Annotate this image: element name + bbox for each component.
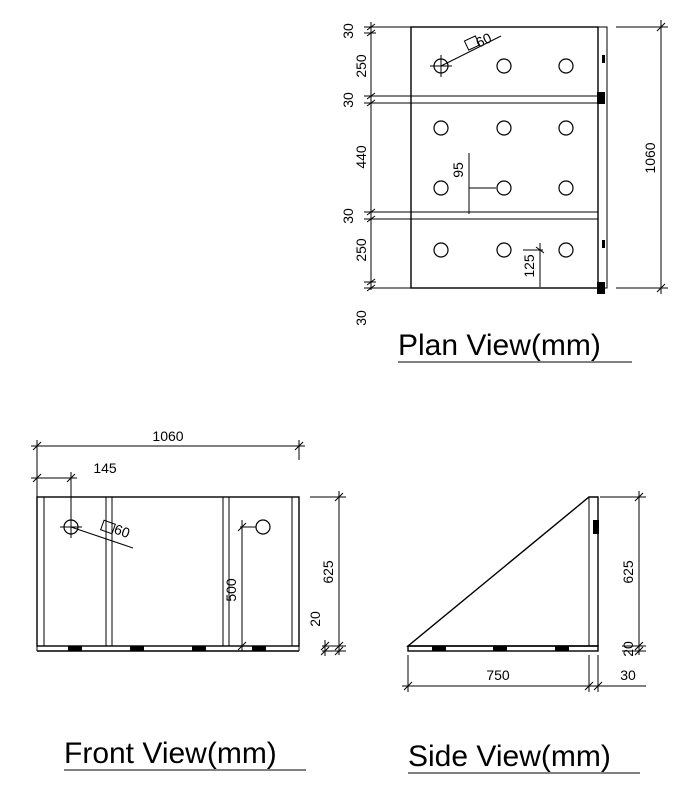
- side-base-label: 20: [620, 641, 636, 657]
- hole: [558, 120, 574, 136]
- side-marker: [493, 646, 507, 651]
- front-inner-height-label: 500: [223, 578, 239, 602]
- front-diameter-label: 60: [112, 521, 132, 541]
- front-outline: [36, 496, 300, 647]
- side-view-title: Side View(mm): [408, 740, 611, 773]
- plan-dim-5: 250: [353, 238, 369, 262]
- hole: [496, 242, 512, 258]
- front-marker: [192, 646, 206, 651]
- plan-diameter-label: 60: [473, 29, 494, 50]
- side-view: 625 20 750 30 Side View(mm): [402, 491, 646, 774]
- front-view: 60 1060 145 500 625 20 Front Vi: [31, 428, 346, 771]
- front-base-label: 20: [307, 611, 323, 627]
- hole: [433, 242, 449, 258]
- plan-dim-4: 30: [340, 208, 356, 224]
- plan-marker-bottom: [597, 282, 605, 294]
- plan-total-label: 1060: [642, 142, 658, 173]
- hole: [558, 180, 574, 196]
- plan-dim-0: 30: [340, 23, 356, 39]
- plan-view-title: Plan View(mm): [398, 329, 601, 362]
- front-marker: [130, 646, 144, 651]
- front-marker: [252, 646, 266, 651]
- plan-marker-top: [597, 92, 605, 104]
- plan-hole-spacing-label: 95: [450, 162, 466, 178]
- hole: [496, 180, 512, 196]
- side-marker: [432, 646, 446, 651]
- hole: [558, 58, 574, 74]
- plan-holes: [430, 55, 574, 258]
- front-view-title: Front View(mm): [64, 737, 277, 770]
- plan-dim-3: 440: [353, 145, 369, 169]
- hole: [496, 58, 512, 74]
- side-plate-label: 30: [620, 667, 636, 683]
- side-height-label: 625: [620, 560, 636, 584]
- front-width-label: 1060: [152, 428, 183, 444]
- front-marker: [68, 646, 82, 651]
- hole: [433, 120, 449, 136]
- plan-dim-1: 250: [353, 54, 369, 78]
- plan-dim-2: 30: [340, 92, 356, 108]
- plan-side-plate: [597, 26, 608, 289]
- side-length-label: 750: [486, 667, 510, 683]
- side-marker: [555, 646, 569, 651]
- front-height-label: 625: [320, 560, 336, 584]
- plan-dim-6: 30: [353, 310, 369, 326]
- hole: [496, 120, 512, 136]
- hole: [433, 180, 449, 196]
- side-marker: [593, 520, 599, 534]
- front-hole-offset-label: 145: [93, 460, 117, 476]
- front-hole: [255, 519, 271, 535]
- plan-edge-distance-label: 125: [521, 254, 537, 278]
- hole: [558, 242, 574, 258]
- plan-view: 60 95 125 30 2: [340, 20, 668, 363]
- side-gusset: [406, 496, 599, 647]
